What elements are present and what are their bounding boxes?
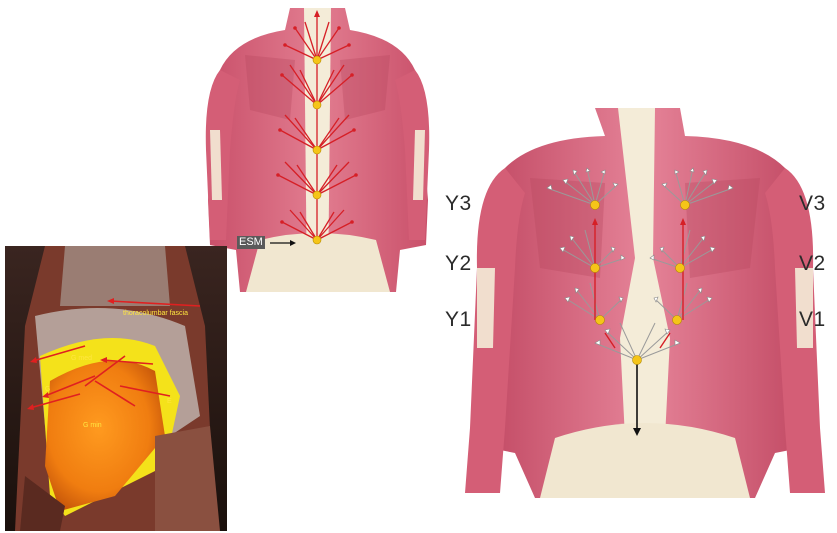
node-v2 bbox=[676, 264, 685, 273]
right-back-muscle-figure bbox=[455, 108, 837, 498]
hip-label-g-min: G min bbox=[83, 422, 102, 430]
upper-node-3 bbox=[313, 146, 321, 154]
node-y1 bbox=[596, 316, 605, 325]
upper-left-elbow-bone bbox=[210, 130, 222, 200]
right-back-illustration bbox=[455, 108, 837, 498]
label-v2: V2 bbox=[799, 252, 826, 276]
upper-back-illustration bbox=[200, 0, 435, 292]
upper-right-scapula bbox=[340, 55, 390, 120]
esm-label: ESM bbox=[237, 236, 265, 249]
upper-back-muscle-figure bbox=[200, 0, 435, 292]
hip-label-side: E bbox=[167, 398, 172, 406]
hip-label-fascia: thoracolumbar fascia bbox=[123, 310, 188, 318]
right-right-scapula bbox=[685, 178, 760, 278]
node-v1 bbox=[673, 316, 682, 325]
label-y3: Y3 bbox=[445, 192, 472, 216]
label-v3: V3 bbox=[799, 192, 826, 216]
hip-grey-fascia bbox=[60, 246, 170, 306]
upper-right-elbow-bone bbox=[413, 130, 425, 200]
node-v3 bbox=[681, 201, 690, 210]
hip-illustration bbox=[5, 246, 227, 531]
node-y3 bbox=[591, 201, 600, 210]
label-v1: V1 bbox=[799, 308, 826, 332]
upper-left-scapula bbox=[245, 55, 295, 120]
label-y2: Y2 bbox=[445, 252, 472, 276]
right-lumbar-fascia bbox=[540, 423, 750, 498]
hip-label-g-med: G med bbox=[71, 355, 92, 363]
node-y2 bbox=[591, 264, 600, 273]
upper-node-2 bbox=[313, 101, 321, 109]
upper-node-1 bbox=[313, 56, 321, 64]
right-left-elbow-bone bbox=[477, 268, 495, 348]
label-y1: Y1 bbox=[445, 308, 472, 332]
hip-gluteal-figure: thoracolumbar fascia G med G min G E bbox=[5, 246, 227, 531]
upper-node-5 bbox=[313, 236, 321, 244]
upper-node-4 bbox=[313, 191, 321, 199]
node-center-bottom bbox=[633, 356, 642, 365]
hip-label-g-partial: G bbox=[45, 386, 50, 394]
hip-thigh-muscles bbox=[155, 426, 220, 531]
